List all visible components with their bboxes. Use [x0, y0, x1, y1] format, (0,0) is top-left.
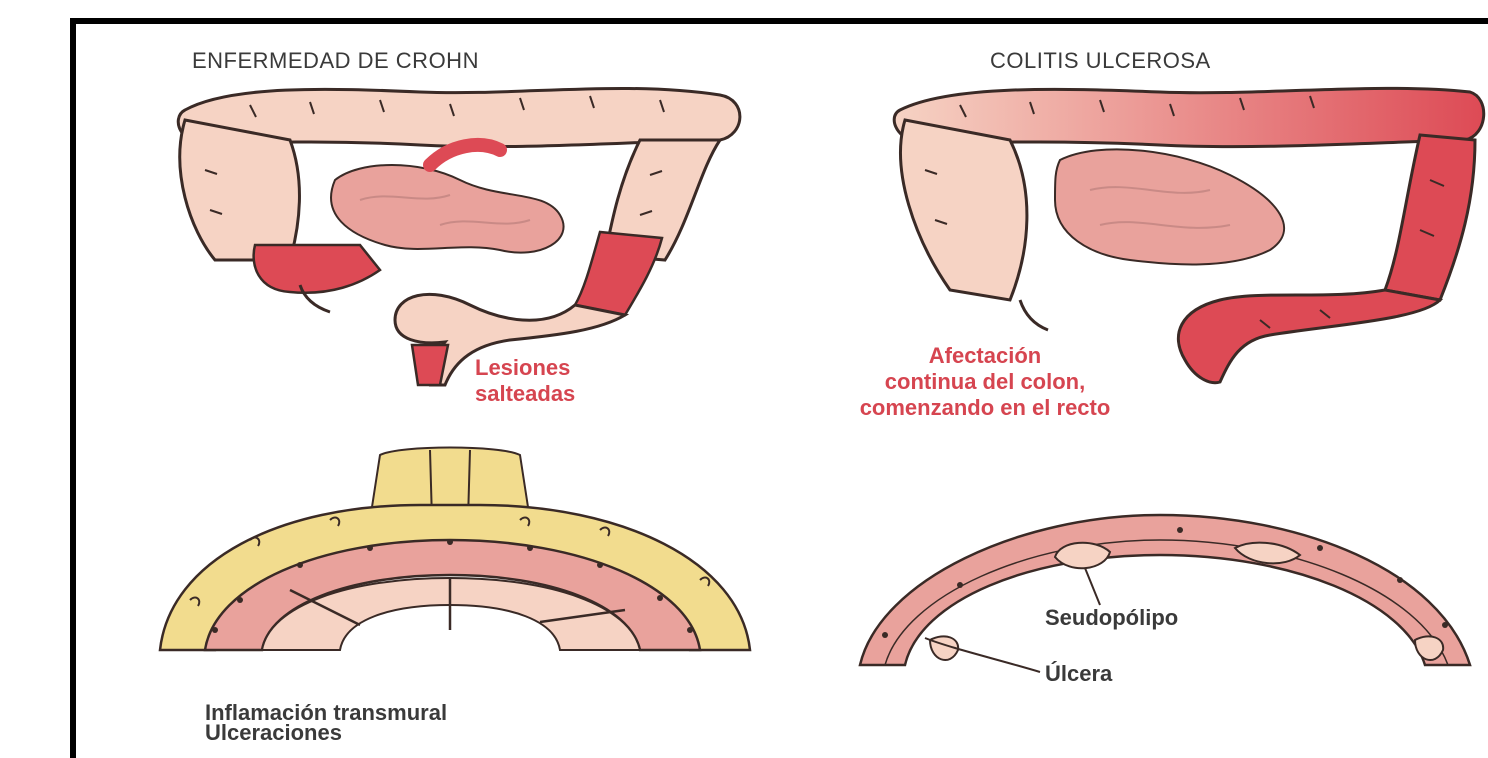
colitis-continuous-line-3: comenzando en el recto: [735, 395, 1235, 421]
colitis-colon-illustration: [894, 88, 1484, 382]
crohn-colon-illustration: [178, 88, 740, 385]
crohn-section-label: Inflamación transmural Ulceraciones: [205, 703, 447, 743]
colitis-continuous-label: Afectación continua del colon, comenzand…: [735, 343, 1235, 421]
crohn-heading: ENFERMEDAD DE CROHN: [192, 48, 479, 74]
pseudopolyp-label: Seudopólipo: [1045, 608, 1178, 628]
colitis-heading: COLITIS ULCEROSA: [990, 48, 1211, 74]
crohn-section-line-2: Ulceraciones: [205, 723, 447, 743]
colitis-continuous-line-2: continua del colon,: [735, 369, 1235, 395]
crohn-transmural-section: [160, 448, 750, 651]
colitis-continuous-line-1: Afectación: [735, 343, 1235, 369]
crohn-lesions-label: Lesiones salteadas: [475, 355, 575, 407]
ulcer-label: Úlcera: [1045, 664, 1112, 684]
colitis-mucosal-section: [860, 515, 1470, 672]
crohn-lesions-line-1: Lesiones: [475, 355, 575, 381]
crohn-lesions-line-2: salteadas: [475, 381, 575, 407]
